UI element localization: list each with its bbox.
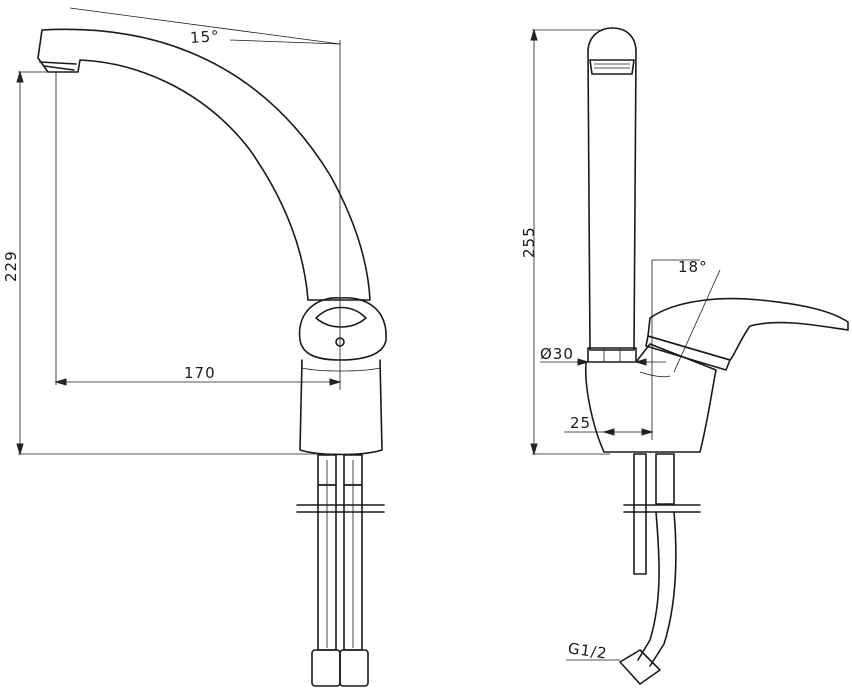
side-hoses xyxy=(619,453,701,685)
side-dimensions xyxy=(530,28,721,661)
front-aerator xyxy=(39,61,77,71)
side-thread-label: G1/2 xyxy=(567,639,609,662)
front-view: 15° 229 170 xyxy=(2,7,387,687)
side-view: 255 18° Ø30 25 G1/2 xyxy=(520,27,849,685)
front-angle-label: 15° xyxy=(189,27,220,47)
side-lever xyxy=(647,297,849,361)
front-height-label: 229 xyxy=(2,250,20,282)
side-collar xyxy=(587,347,637,363)
side-diameter-label: Ø30 xyxy=(540,345,574,363)
side-height-label: 255 xyxy=(520,226,538,258)
side-body xyxy=(584,343,717,453)
front-dimensions xyxy=(16,7,342,456)
front-spout xyxy=(37,28,371,301)
front-reach-label: 170 xyxy=(184,364,216,382)
front-cap xyxy=(298,296,387,361)
front-body xyxy=(299,359,383,456)
side-angle-label: 18° xyxy=(678,258,708,276)
front-hoses xyxy=(296,454,385,687)
side-offset-label: 25 xyxy=(570,414,591,432)
side-spout xyxy=(587,27,637,351)
